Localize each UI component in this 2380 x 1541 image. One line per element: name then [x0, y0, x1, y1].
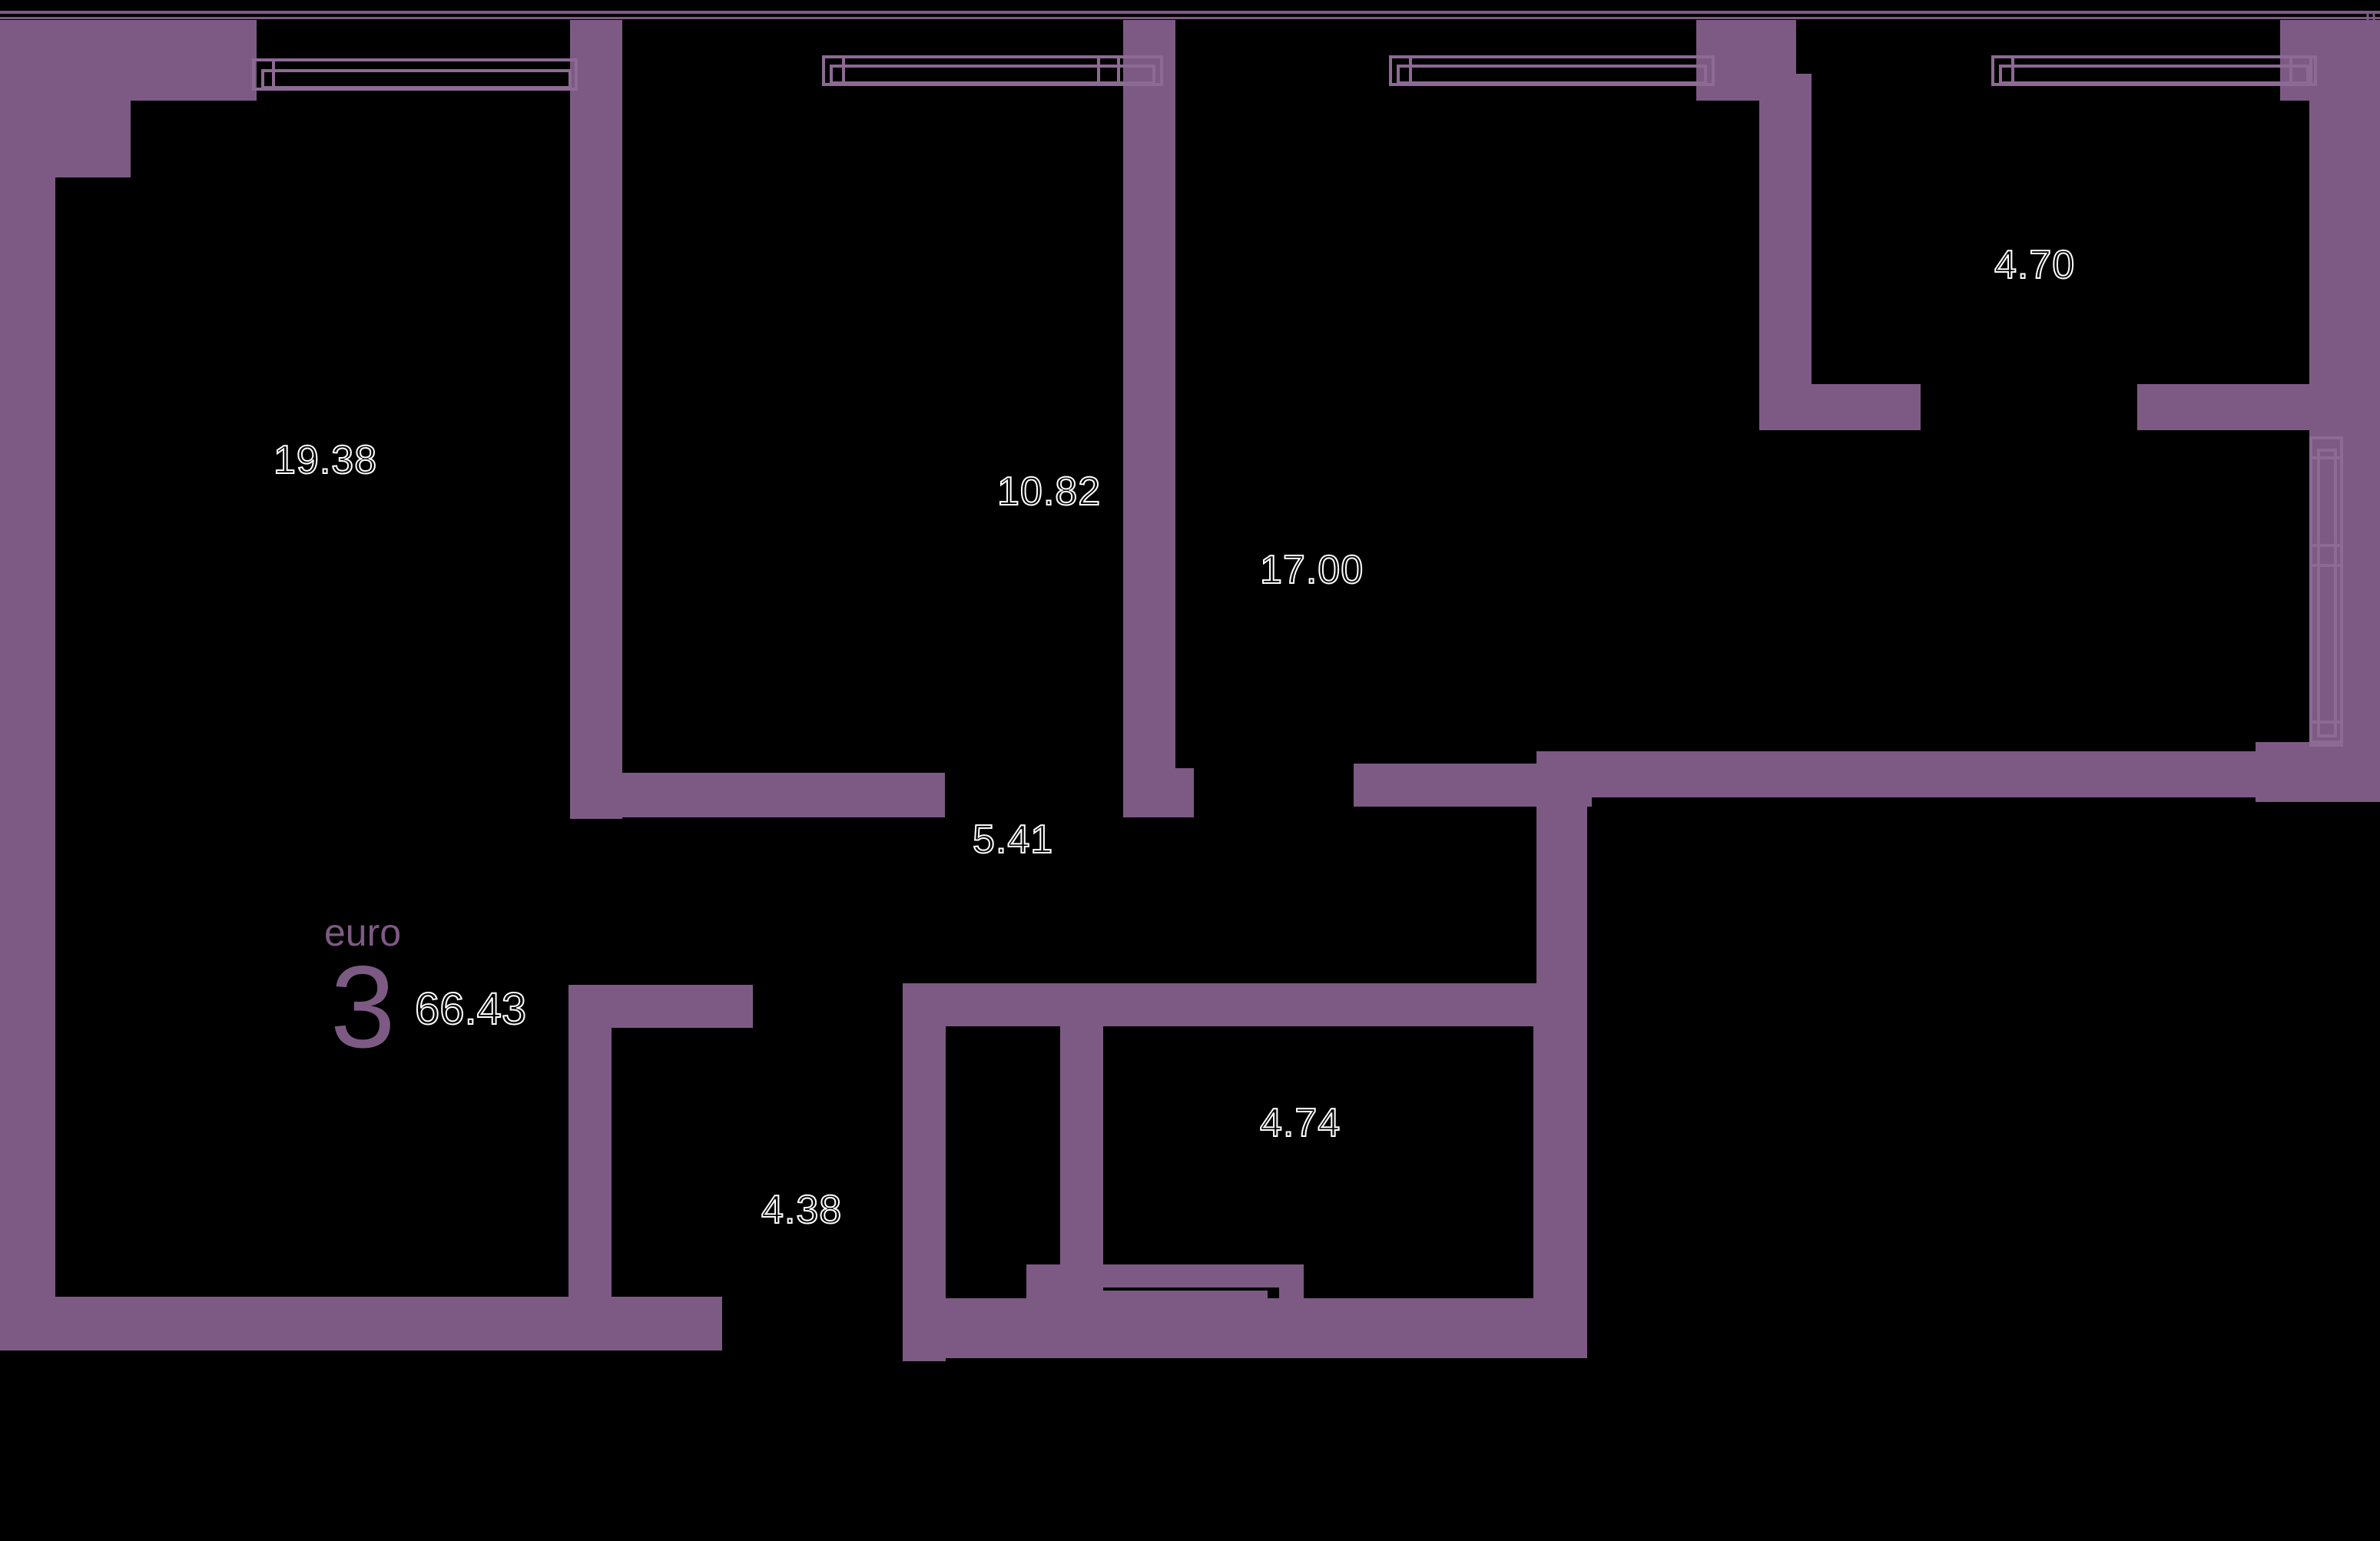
fixture-bathtub-right: [1279, 1264, 1304, 1358]
wall-left-upper-nib: [0, 74, 131, 177]
wall-corridor-bottom-mid: [903, 983, 1398, 1026]
window-bedroom-3: [1991, 55, 2317, 86]
room-label-bedroom-2: 17.00: [1259, 547, 1364, 593]
fixture-bathtub-div: [1080, 1287, 1097, 1358]
wall-bedroom3-left: [1759, 74, 1812, 421]
window-living: [252, 58, 578, 91]
wall-outline-top-2: [0, 17, 2380, 19]
wall-bedroom1-right-upper: [1123, 74, 1175, 581]
wall-group: [0, 11, 2380, 1361]
wall-wc-right: [1533, 1014, 1586, 1321]
wall-bedroom1-right-lower: [1123, 581, 1175, 780]
wall-exterior-left: [0, 74, 55, 1350]
room-label-bathroom: 4.38: [761, 1187, 843, 1233]
brand-euro-label: euro: [324, 911, 402, 954]
rooms-count-label: 3: [330, 942, 396, 1072]
wall-outline-top-1: [0, 11, 2380, 14]
wall-mid-horizontal-right: [1536, 751, 2329, 797]
total-area-label: 66.43: [414, 983, 527, 1035]
room-label-bedroom-3: 4.70: [1994, 242, 2076, 288]
room-label-hall: 5.41: [972, 817, 1054, 863]
outline-right: [2366, 11, 2375, 776]
window-bedroom-2: [1389, 55, 1715, 86]
room-label-wc: 4.74: [1259, 1100, 1341, 1146]
wall-bedroom1-left-lower: [570, 489, 622, 819]
room-label-living-room: 19.38: [273, 437, 378, 483]
wall-bath-right-dup: [903, 985, 946, 1361]
window-bedroom-1: [822, 55, 1163, 86]
wall-bedroom3-bottom-right: [2137, 384, 2368, 430]
wall-bath-left: [568, 985, 612, 1307]
fixture-bathtub-top: [1026, 1264, 1303, 1287]
wall-bedroom1-bottom: [570, 773, 945, 817]
room-label-bedroom-1: 10.82: [996, 469, 1102, 515]
wall-exterior-bottom-left: [0, 1297, 722, 1350]
balcony-door-right: [2309, 436, 2343, 747]
wall-bedroom1-left-upper: [570, 74, 622, 489]
wall-bedroom1-right-foot: [1123, 768, 1194, 817]
wall-hall-right-a: [1354, 764, 1592, 807]
wall-bedroom3-bottom-left: [1759, 384, 1921, 430]
window-group: [252, 55, 2343, 747]
